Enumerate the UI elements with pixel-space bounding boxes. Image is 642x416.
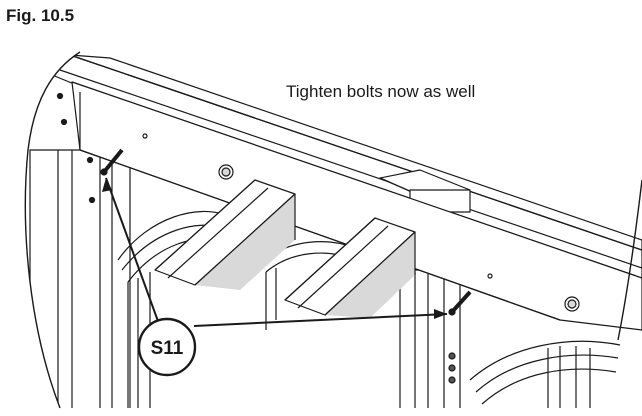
beam-front-face xyxy=(56,81,642,331)
bolt-s11-left xyxy=(100,148,124,176)
bolt-head-left xyxy=(218,164,234,180)
callout-s11-label: S11 xyxy=(151,338,184,359)
brace-left xyxy=(154,179,296,290)
callout-s11: S11 xyxy=(137,317,197,377)
brace-right xyxy=(284,217,416,318)
callout-leaders xyxy=(102,177,448,336)
right-frame xyxy=(399,269,461,408)
instruction-note: Tighten bolts now as well xyxy=(286,82,476,101)
bolt-head-right xyxy=(564,296,580,312)
figure-label: Fig. 10.5 xyxy=(6,6,75,25)
left-frame xyxy=(29,149,131,408)
bolt-s11-right xyxy=(448,290,472,316)
right-arch xyxy=(469,340,621,408)
view-boundary-right xyxy=(617,179,642,341)
view-boundary xyxy=(24,51,81,409)
